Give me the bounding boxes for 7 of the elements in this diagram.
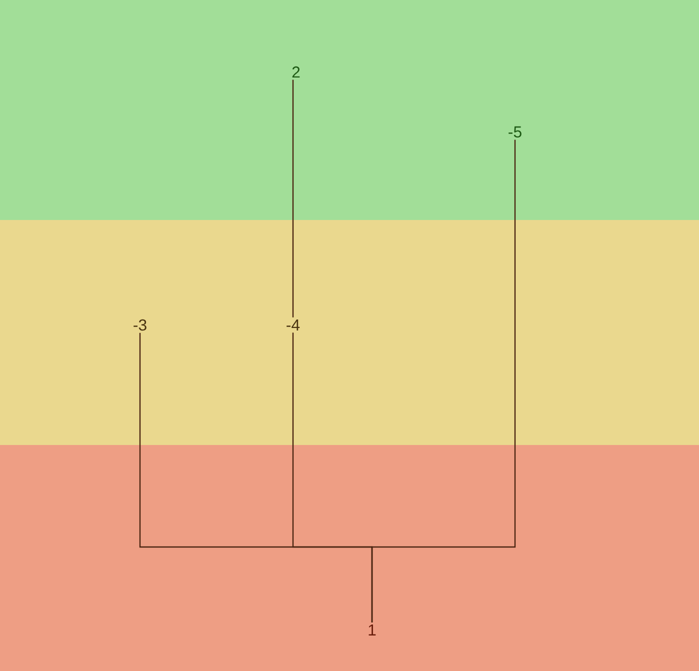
node-label: 1 — [368, 624, 376, 636]
connector-line — [371, 140, 516, 622]
node-label: -3 — [134, 319, 146, 331]
connector-line — [292, 80, 294, 318]
node-label: -5 — [508, 126, 522, 138]
node-label: 2 — [292, 66, 300, 78]
node-label: -4 — [286, 320, 300, 330]
